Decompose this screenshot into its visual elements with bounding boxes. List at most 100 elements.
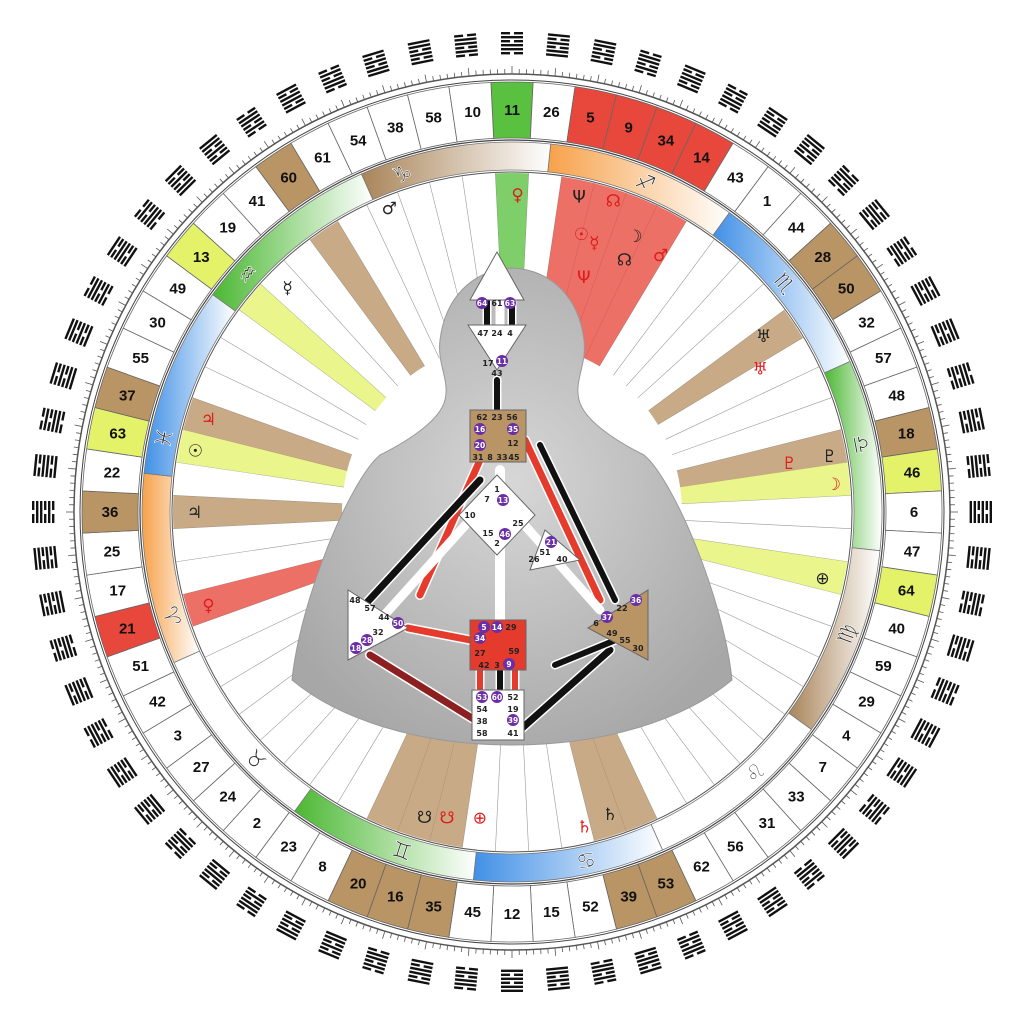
hexagram-line <box>934 324 940 334</box>
center-gate-number: 27 <box>474 649 485 658</box>
tick-mark <box>831 208 836 213</box>
hexagram-line <box>924 737 931 747</box>
tick-mark <box>301 118 306 126</box>
tick-mark <box>590 942 592 948</box>
gate-number: 57 <box>875 350 892 367</box>
hexagram-line <box>836 836 854 854</box>
tick-mark <box>554 947 557 956</box>
tick-mark <box>659 94 662 100</box>
hexagram-line <box>283 103 293 111</box>
tick-mark <box>131 736 137 741</box>
tick-mark <box>225 173 229 179</box>
tick-mark <box>805 183 810 188</box>
planet-glyph-icon: ♄ <box>577 817 592 837</box>
tick-mark <box>382 85 386 93</box>
hexagram-line <box>331 950 341 956</box>
activated-sector <box>183 397 352 471</box>
center-gate-number: 39 <box>508 716 518 725</box>
tick-mark <box>340 916 345 925</box>
tick-mark <box>875 263 884 269</box>
hexagram-line <box>969 374 975 384</box>
hexagram-line <box>731 913 741 921</box>
tick-mark <box>111 698 117 702</box>
hexagram-line <box>718 910 739 923</box>
hexagram-icon <box>164 827 197 860</box>
hexagram-line <box>796 861 815 878</box>
tick-mark <box>924 659 930 662</box>
tick-mark <box>155 772 161 777</box>
hexagram-line <box>559 974 569 978</box>
hexagram-line <box>206 864 226 881</box>
tick-mark <box>679 916 684 925</box>
tick-mark <box>924 362 930 365</box>
hexagram-line <box>681 71 703 83</box>
hexagram-line <box>776 899 786 907</box>
hexagram-line <box>882 806 891 815</box>
tick-mark <box>208 831 213 836</box>
tick-mark <box>946 568 952 571</box>
tick-mark <box>74 582 80 585</box>
gate-number: 46 <box>904 465 921 482</box>
tick-mark <box>105 335 111 339</box>
tick-mark <box>604 940 606 946</box>
tick-mark <box>183 214 188 219</box>
hexagram-line <box>841 841 860 860</box>
gate-number: 45 <box>464 904 481 921</box>
hexagram-line <box>236 114 245 122</box>
tick-mark <box>554 68 557 77</box>
center-gate-number: 21 <box>546 538 556 547</box>
tick-mark <box>263 140 269 149</box>
hexagram-line <box>591 962 614 970</box>
tick-mark <box>850 789 858 796</box>
gate-number: 30 <box>149 314 166 331</box>
tick-mark <box>679 99 684 108</box>
tick-mark <box>933 631 939 635</box>
tick-mark <box>904 705 910 709</box>
hexagram-line <box>690 84 700 90</box>
tick-mark <box>290 128 294 133</box>
hexagram-icon <box>590 39 617 66</box>
tick-mark <box>836 805 841 810</box>
hexagram-line <box>974 408 979 418</box>
center-gate-number: 2 <box>494 539 500 548</box>
hexagram-line <box>874 816 882 826</box>
hexagram-line <box>322 937 332 944</box>
hexagram-line <box>969 592 974 602</box>
tick-mark <box>859 778 864 782</box>
center-gate-number: 4 <box>507 329 513 338</box>
tick-mark <box>945 575 951 578</box>
tick-mark <box>82 618 88 621</box>
activated-sector <box>176 429 348 488</box>
hexagram-line <box>133 209 142 218</box>
hexagram-line <box>468 967 479 971</box>
hexagram-icon <box>634 49 662 78</box>
hexagram-line <box>242 123 252 131</box>
hexagram-line <box>281 917 303 930</box>
hexagram-line <box>142 198 150 208</box>
hexagram-line <box>801 876 810 884</box>
hexagram-line <box>738 89 748 96</box>
gate-number: 44 <box>788 220 805 237</box>
hexagram-line <box>151 808 160 818</box>
tick-mark <box>193 816 198 821</box>
hexagram-line <box>806 882 815 891</box>
hexagram-line <box>910 718 923 739</box>
tick-mark <box>947 467 956 470</box>
hexagram-line <box>204 148 213 156</box>
hexagram-line <box>501 973 510 976</box>
center-gate-number: 10 <box>464 511 476 520</box>
hexagram-icon <box>198 133 231 166</box>
hexagram-line <box>902 236 910 245</box>
tick-mark <box>926 652 932 655</box>
hexagram-line <box>362 965 372 971</box>
tick-mark <box>376 90 379 96</box>
hexagram-line <box>806 154 815 163</box>
hexagram-line <box>678 934 700 945</box>
tick-mark <box>582 944 585 950</box>
hexagram-line <box>930 725 937 735</box>
tick-mark <box>913 685 919 689</box>
tick-mark <box>214 183 219 188</box>
tick-mark <box>894 296 900 300</box>
hexagram-line <box>986 547 991 570</box>
hexagram-line <box>592 966 615 974</box>
